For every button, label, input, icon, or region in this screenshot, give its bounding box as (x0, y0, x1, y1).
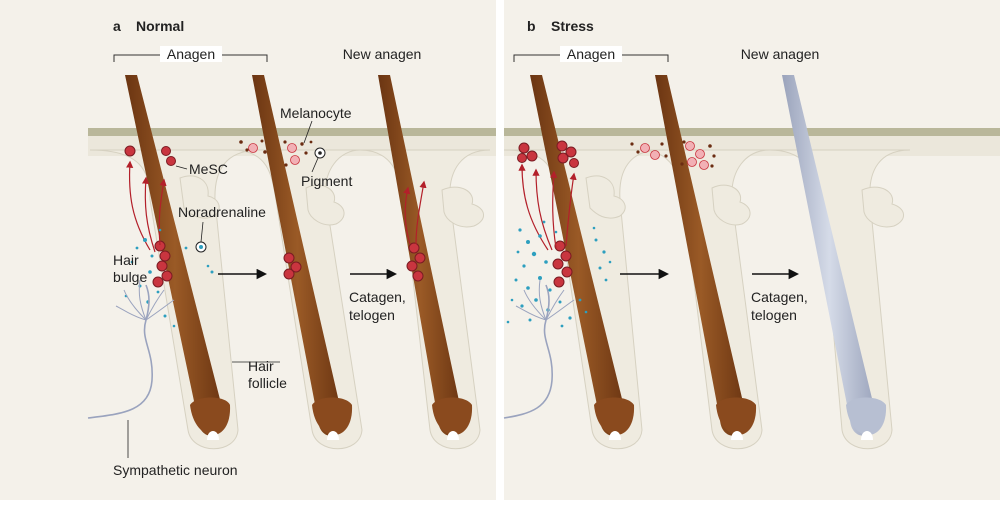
new-anagen-label-b: New anagen (741, 46, 820, 62)
hair-follicle-2b (639, 75, 771, 450)
melanocyte-cluster-a (248, 143, 300, 165)
panel-divider (496, 0, 504, 500)
hair-bulge-label-line2: bulge (113, 269, 147, 285)
panel-b-letter: b (527, 18, 536, 34)
hair-follicle-label-line1: Hair (248, 358, 274, 374)
melanocyte-cluster-b (640, 141, 709, 170)
pigment-granules-a (239, 139, 313, 167)
catagen-label-b-line1: Catagen, (751, 289, 808, 305)
catagen-label-b-line2: telogen (751, 307, 797, 323)
noradrenaline-label: Noradrenaline (178, 204, 266, 220)
hair-follicle-label-line2: follicle (248, 375, 287, 391)
hair-shaft-1b (530, 75, 627, 436)
mesc-migration-arrows-b (518, 163, 577, 251)
catagen-label-a-line2: telogen (349, 307, 395, 323)
sympathetic-neuron-a (87, 279, 175, 419)
skin-surface-b (504, 128, 1000, 136)
new-anagen-label-a: New anagen (343, 46, 422, 62)
noradrenaline-marker (195, 221, 207, 253)
hair-shaft-1a (125, 75, 225, 436)
panel-a-letter: a (113, 18, 121, 34)
grey-hair-shaft (782, 75, 877, 436)
hair-follicle-3b (769, 75, 911, 450)
anagen-label-a: Anagen (167, 46, 215, 62)
anagen-bracket-b (513, 46, 669, 62)
pigment-granules-b (630, 140, 716, 168)
panel-b: b Stress Anagen New anagen Catagen, telo… (503, 18, 911, 450)
hair-bulb-1a (190, 397, 231, 435)
skin-surface-a (88, 128, 496, 136)
melanocyte-label: Melanocyte (280, 105, 352, 121)
hair-bulge-label-line1: Hair (113, 252, 139, 268)
hair-shaft-2a (252, 75, 343, 436)
sebaceous-gland-1a (179, 175, 220, 219)
anagen-label-b: Anagen (567, 46, 615, 62)
mesc-label: MeSC (189, 161, 228, 177)
anagen-bracket-a (113, 46, 268, 62)
hair-shaft-2b (655, 75, 747, 436)
mesc-cells-b (517, 140, 579, 288)
mesc-cells-a (124, 145, 426, 288)
sympathetic-neuron-b (503, 279, 575, 419)
pigment-marker (311, 147, 326, 173)
hair-follicle-1a (89, 75, 261, 450)
pigment-label: Pigment (301, 173, 352, 189)
panel-a: a Normal Anagen New anagen Melanocyte Me… (87, 18, 491, 478)
panel-a-title: Normal (136, 18, 184, 34)
panel-b-title: Stress (551, 18, 594, 34)
catagen-label-a-line1: Catagen, (349, 289, 406, 305)
sympathetic-neuron-label: Sympathetic neuron (113, 462, 238, 478)
hair-follicle-1b (503, 75, 661, 450)
noradrenaline-dots-a (124, 228, 214, 328)
